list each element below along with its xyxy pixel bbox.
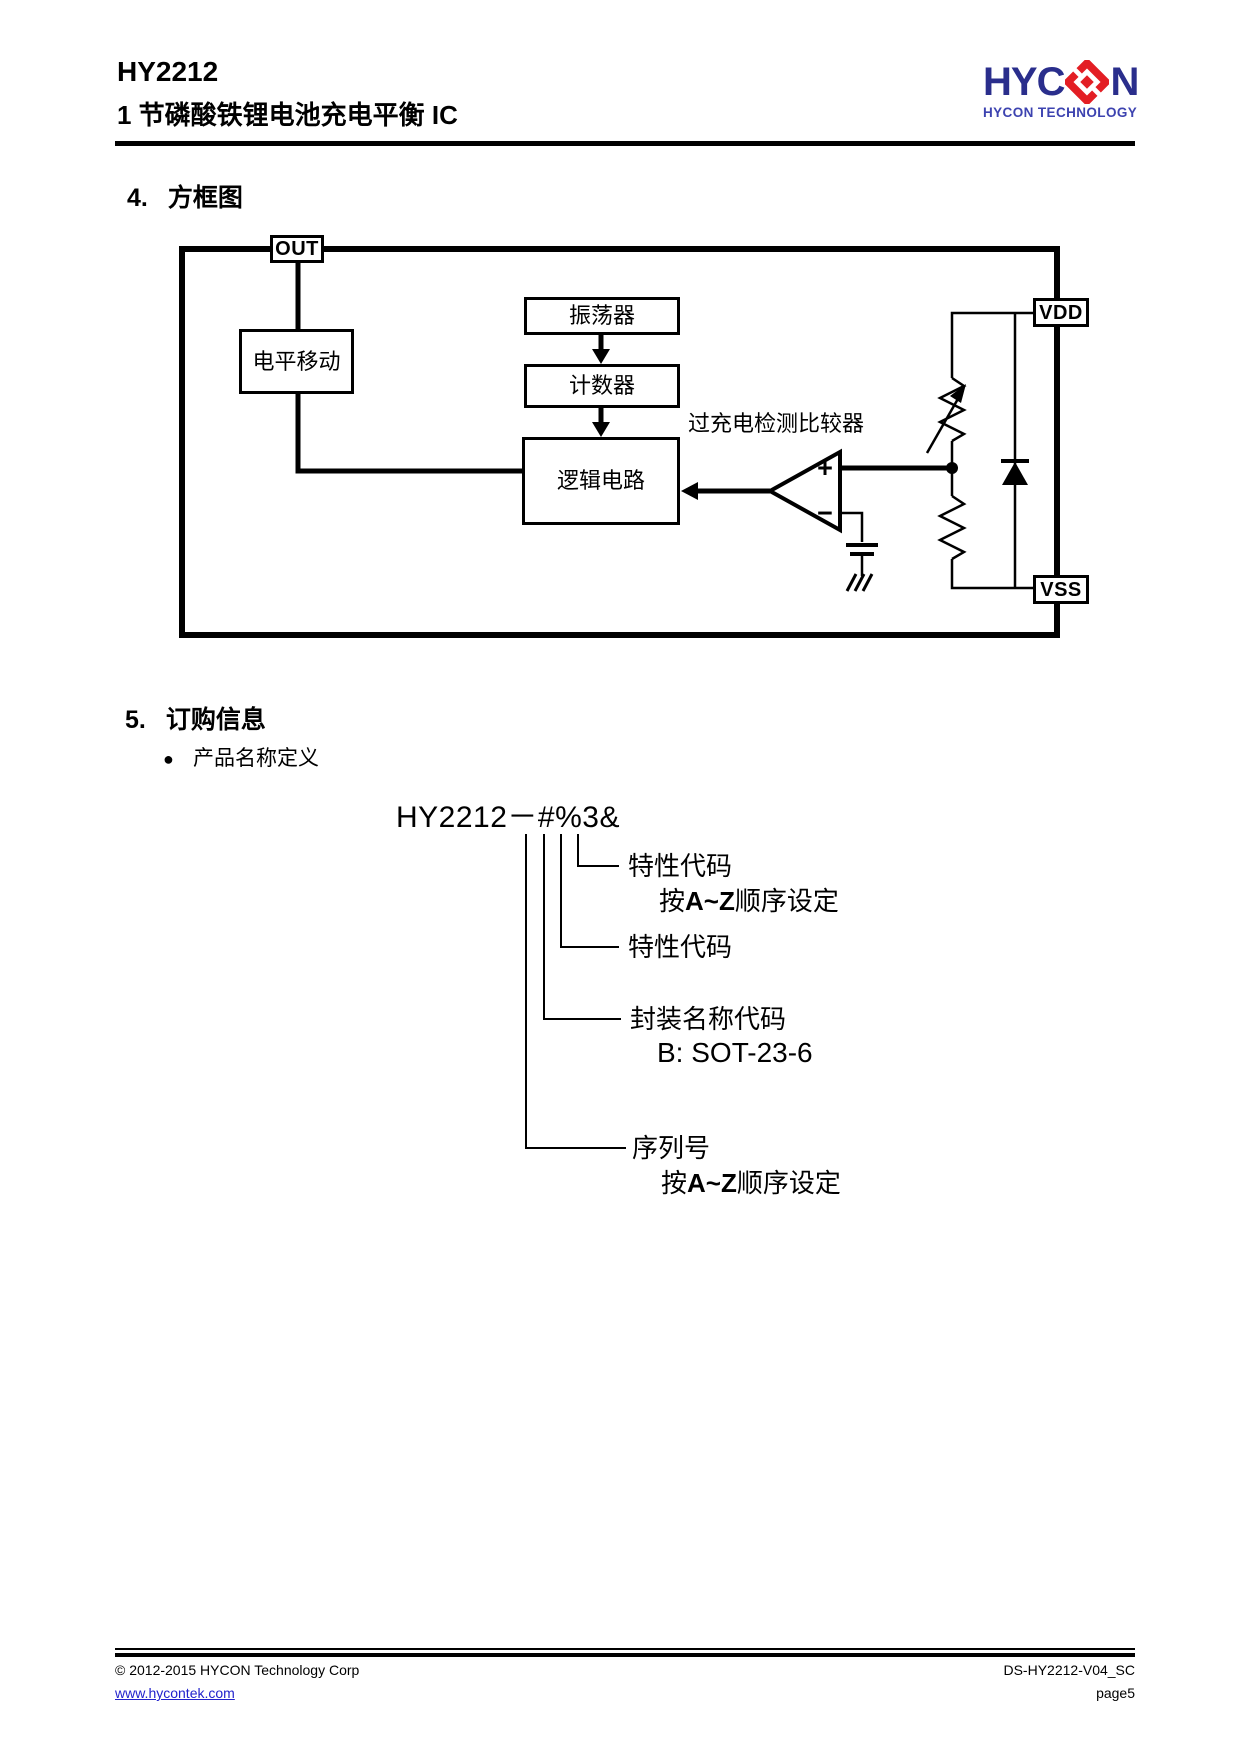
footer-page-number: page5 (1096, 1685, 1135, 1701)
block-oscillator: 振荡器 (524, 297, 680, 335)
serial-number-label: 序列号 (632, 1133, 711, 1163)
header-rule (115, 141, 1135, 146)
junction-dot (946, 462, 958, 474)
feature-code-1-label: 特性代码 (628, 851, 733, 881)
doc-title: HY2212 (117, 56, 219, 87)
ordering-bullet-label: 产品名称定义 (193, 747, 319, 770)
package-code-sub: B: SOT-23-6 (657, 1037, 813, 1068)
section-4-title: 方框图 (167, 184, 243, 212)
serial-number-sub-before: 按 (661, 1168, 688, 1198)
arrow-down-icon (592, 406, 610, 437)
footer-rule-thick (115, 1653, 1135, 1657)
diode-icon (1001, 313, 1029, 588)
feature-code-1-sub-before: 按 (659, 886, 686, 916)
logo-diamond-icon (1065, 60, 1110, 104)
bullet-icon: ● (163, 749, 174, 769)
doc-subtitle: 1 节磷酸铁锂电池充电平衡 IC (117, 100, 458, 130)
package-code-label: 封装名称代码 (630, 1004, 787, 1034)
section-5-heading: 5. 订购信息 (125, 706, 266, 734)
comparator-minus-sign: − (817, 498, 833, 528)
capacitor-icon (846, 543, 878, 576)
divider-wires (950, 311, 1035, 590)
hycon-logo: HYC N HYCON TECHNOLOGY (983, 60, 1153, 120)
logo-tagline: HYCON TECHNOLOGY (983, 105, 1138, 120)
pin-vss: VSS (1033, 575, 1089, 604)
variable-resistor-icon (925, 376, 967, 454)
ground-icon (845, 573, 874, 592)
feature-code-1-sub: 按A~Z顺序设定 (659, 886, 839, 916)
section-5-title: 订购信息 (165, 706, 266, 734)
section-4-heading: 4. 方框图 (127, 184, 243, 212)
serial-number-sub-after: 顺序设定 (736, 1168, 841, 1198)
footer-website-link[interactable]: www.hycontek.com (115, 1685, 235, 1701)
part-number: HY2212－#%3& (396, 801, 620, 834)
serial-number-sub: 按A~Z顺序设定 (661, 1168, 841, 1198)
footer-copyright: © 2012-2015 HYCON Technology Corp (115, 1662, 360, 1678)
block-counter: 计数器 (524, 364, 680, 408)
arrow-down-icon (592, 333, 610, 364)
footer-rule-thin (115, 1648, 1135, 1650)
block-level-shift: 电平移动 (239, 329, 354, 394)
footer-doc-id: DS-HY2212-V04_SC (1003, 1662, 1135, 1678)
feature-code-1-sub-after: 顺序设定 (734, 886, 839, 916)
comparator-plus-sign: + (817, 453, 833, 483)
logo-wordmark: HYC N (983, 60, 1153, 104)
serial-number-sub-code: A~Z (687, 1168, 737, 1198)
comparator-caption: 过充电检测比较器 (688, 411, 865, 436)
ordering-tree-lines (525, 834, 626, 1149)
logo-text-left: HYC (983, 60, 1065, 104)
resistor-icon (937, 494, 967, 561)
arrow-left-icon (681, 482, 770, 500)
section-5-number: 5. (125, 706, 146, 734)
pin-out: OUT (270, 235, 324, 263)
logo-text-right: N (1110, 60, 1139, 104)
pin-vdd: VDD (1033, 298, 1089, 327)
block-logic: 逻辑电路 (522, 437, 680, 525)
section-4-number: 4. (127, 184, 148, 212)
feature-code-1-sub-code: A~Z (685, 886, 735, 916)
feature-code-2-label: 特性代码 (628, 932, 733, 962)
